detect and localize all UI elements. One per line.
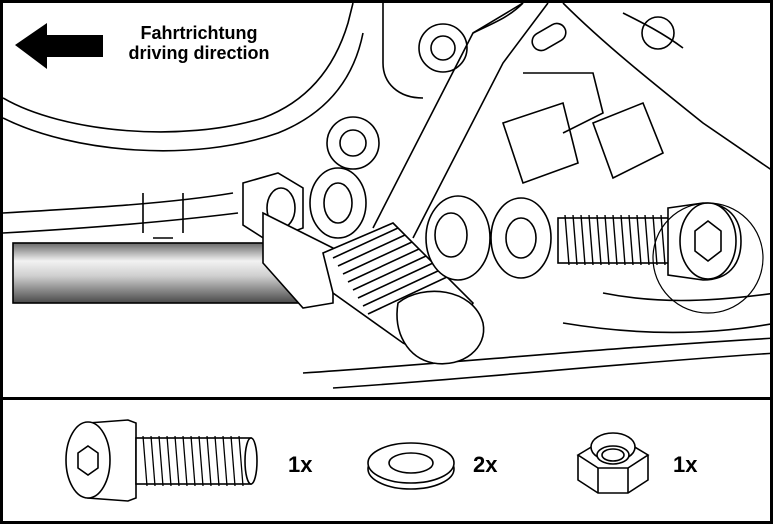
bolt-quantity: 1x — [288, 452, 313, 477]
driving-direction-label: Fahrtrichtung driving direction — [99, 23, 299, 63]
lock-nut-icon — [576, 432, 650, 494]
parts-list: 1x 2x 1x — [3, 400, 773, 527]
nut-quantity: 1x — [673, 452, 698, 477]
washer-icon — [367, 442, 455, 490]
direction-label-de: Fahrtrichtung — [140, 23, 258, 43]
socket-head-bolt-icon — [65, 419, 258, 502]
assembly-illustration: Fahrtrichtung driving direction — [3, 3, 773, 398]
section-divider — [3, 397, 773, 400]
footrest-assembly-drawing — [3, 3, 773, 389]
washer-quantity: 2x — [473, 452, 498, 477]
left-arrow-icon — [15, 23, 103, 69]
direction-label-en: driving direction — [128, 43, 270, 63]
